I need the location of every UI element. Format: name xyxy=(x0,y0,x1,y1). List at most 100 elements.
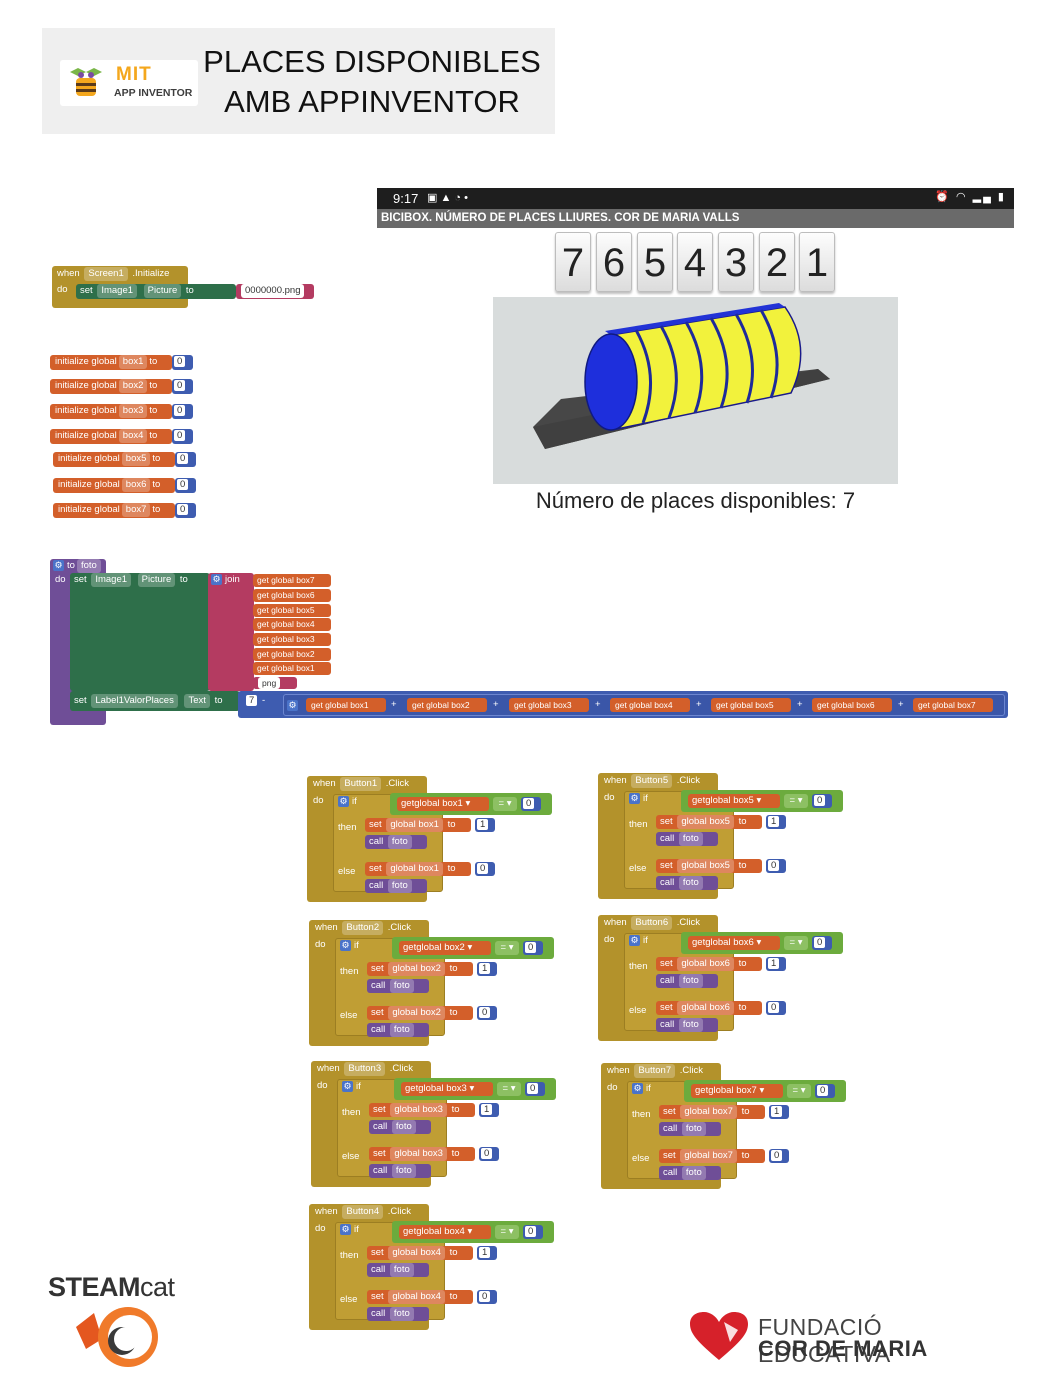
number-block[interactable]: 0 xyxy=(175,452,196,467)
png-text-block[interactable]: png xyxy=(253,677,297,689)
number-value[interactable]: 0 xyxy=(768,860,780,871)
get-variable-block[interactable]: get global box2 xyxy=(253,648,331,661)
var-name[interactable]: global box6 xyxy=(677,957,734,971)
number-value[interactable]: 0 xyxy=(814,937,826,948)
get-variable-block[interactable]: get global box7 xyxy=(913,698,993,712)
equals-operator[interactable]: = ▾ xyxy=(495,1225,519,1239)
var-name[interactable]: global box4 xyxy=(388,1290,445,1304)
set-variable-block[interactable]: set global box7 to xyxy=(659,1149,765,1163)
number-value[interactable]: 0 xyxy=(174,380,186,391)
number-block[interactable]: 0 xyxy=(812,936,832,950)
number-value[interactable]: 1 xyxy=(481,1104,493,1115)
var-name[interactable]: box7 xyxy=(121,503,151,517)
get-variable-block[interactable]: getglobal box7 ▾ xyxy=(691,1084,783,1098)
digit-button-7[interactable]: 1 xyxy=(799,232,835,292)
number-block[interactable]: 1 xyxy=(479,1103,499,1117)
equals-operator[interactable]: = ▾ xyxy=(787,1084,811,1098)
procedure-dropdown[interactable]: foto xyxy=(678,876,703,890)
call-foto-block[interactable]: call foto xyxy=(365,835,427,849)
number-value[interactable]: 1 xyxy=(768,816,780,827)
var-name[interactable]: global box7 xyxy=(680,1149,737,1163)
get-variable-block[interactable]: get global box6 xyxy=(812,698,892,712)
procedure-dropdown[interactable]: foto xyxy=(678,974,703,988)
var-name[interactable]: global box5 xyxy=(677,859,734,873)
var-name[interactable]: box5 xyxy=(121,452,151,466)
join-block[interactable]: ⚙join xyxy=(208,573,254,691)
procedure-dropdown[interactable]: foto xyxy=(678,832,703,846)
var-name[interactable]: global box3 xyxy=(390,1103,447,1117)
number-value[interactable]: 0 xyxy=(481,1148,493,1159)
number-block[interactable]: 1 xyxy=(477,962,497,976)
property-dropdown[interactable]: Text xyxy=(184,694,210,708)
gear-icon[interactable]: ⚙ xyxy=(338,796,349,807)
get-variable-block[interactable]: getglobal box5 ▾ xyxy=(688,794,780,808)
number-value[interactable]: 1 xyxy=(479,963,491,974)
get-variable-block[interactable]: getglobal box1 ▾ xyxy=(397,797,489,811)
number-value[interactable]: 0 xyxy=(525,1226,537,1237)
procedure-dropdown[interactable]: foto xyxy=(681,1166,706,1180)
gear-icon[interactable]: ⚙ xyxy=(340,940,351,951)
call-foto-block[interactable]: call foto xyxy=(367,1263,429,1277)
number-block[interactable]: 0 xyxy=(477,1006,497,1020)
button-dropdown[interactable]: Button2 xyxy=(342,921,384,935)
number-value[interactable]: 0 xyxy=(817,1085,829,1096)
call-foto-block[interactable]: call foto xyxy=(367,979,429,993)
set-variable-block[interactable]: set global box1 to xyxy=(365,818,471,832)
digit-button-2[interactable]: 6 xyxy=(596,232,632,292)
number-block[interactable]: 0 xyxy=(172,429,193,444)
number-block[interactable]: 0 xyxy=(769,1149,789,1163)
set-variable-block[interactable]: set global box7 to xyxy=(659,1105,765,1119)
number-block[interactable]: 0 xyxy=(766,859,786,873)
get-variable-block[interactable]: get global box3 xyxy=(509,698,589,712)
number-block[interactable]: 1 xyxy=(766,815,786,829)
gear-icon[interactable]: ⚙ xyxy=(629,935,640,946)
button-dropdown[interactable]: Button7 xyxy=(634,1064,676,1078)
number-value[interactable]: 0 xyxy=(771,1150,783,1161)
number-block[interactable]: 0 xyxy=(479,1147,499,1161)
var-name[interactable]: global box6 xyxy=(677,1001,734,1015)
procedure-dropdown[interactable]: foto xyxy=(389,979,414,993)
call-foto-block[interactable]: call foto xyxy=(659,1166,721,1180)
equals-operator[interactable]: = ▾ xyxy=(495,941,519,955)
component-dropdown[interactable]: Image1 xyxy=(97,284,138,298)
number-value[interactable]: 0 xyxy=(177,453,189,464)
call-foto-block[interactable]: call foto xyxy=(656,876,718,890)
number-value[interactable]: 0 xyxy=(174,405,186,416)
button-dropdown[interactable]: Button1 xyxy=(340,777,382,791)
number-value[interactable]: 0 xyxy=(523,798,535,809)
number-value[interactable]: 0 xyxy=(479,1007,491,1018)
number-value[interactable]: 0 xyxy=(174,356,186,367)
procedure-dropdown[interactable]: foto xyxy=(681,1122,706,1136)
procedure-dropdown[interactable]: foto xyxy=(389,1023,414,1037)
number-value[interactable]: 0 xyxy=(177,479,189,490)
digit-button-3[interactable]: 5 xyxy=(637,232,673,292)
number-value[interactable]: 1 xyxy=(479,1247,491,1258)
number-block[interactable]: 0 xyxy=(172,404,193,419)
get-variable-block[interactable]: get global box2 xyxy=(407,698,487,712)
number-value[interactable]: 7 xyxy=(246,695,258,706)
procedure-dropdown[interactable]: foto xyxy=(391,1120,416,1134)
var-name[interactable]: global box1 xyxy=(386,862,443,876)
get-variable-block[interactable]: get global box4 xyxy=(610,698,690,712)
gear-icon[interactable]: ⚙ xyxy=(287,700,298,711)
button-dropdown[interactable]: Button5 xyxy=(631,774,673,788)
var-name[interactable]: box3 xyxy=(118,404,148,418)
digit-button-5[interactable]: 3 xyxy=(718,232,754,292)
procedure-name[interactable]: foto xyxy=(76,559,101,573)
number-block[interactable]: 0 xyxy=(477,1290,497,1304)
set-variable-block[interactable]: set global box1 to xyxy=(365,862,471,876)
set-variable-block[interactable]: set global box3 to xyxy=(369,1147,475,1161)
set-image-picture-block[interactable]: set Image1 Picture to xyxy=(76,284,236,299)
call-foto-block[interactable]: call foto xyxy=(659,1122,721,1136)
call-foto-block[interactable]: call foto xyxy=(369,1164,431,1178)
number-value[interactable]: 1 xyxy=(477,819,489,830)
number-value[interactable]: 0 xyxy=(177,504,189,515)
call-foto-block[interactable]: call foto xyxy=(656,1018,718,1032)
call-foto-block[interactable]: call foto xyxy=(367,1023,429,1037)
get-variable-block[interactable]: getglobal box6 ▾ xyxy=(688,936,780,950)
equals-operator[interactable]: = ▾ xyxy=(784,794,808,808)
number-block[interactable]: 0 xyxy=(175,478,196,493)
text-value-block[interactable]: 0000000.png xyxy=(236,284,314,299)
property-dropdown[interactable]: Picture xyxy=(143,284,182,298)
number-block[interactable]: 1 xyxy=(475,818,495,832)
